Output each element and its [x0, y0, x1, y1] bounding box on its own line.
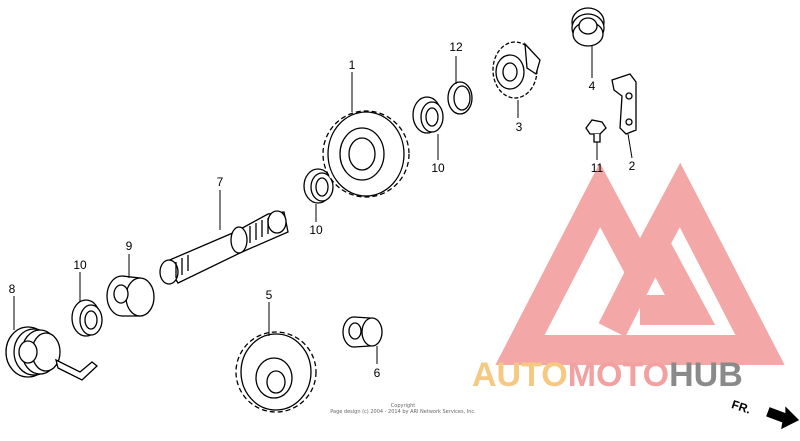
- direction-arrow-icon: [766, 406, 800, 430]
- callout-8: 8: [8, 282, 16, 296]
- bushing-part-6: [342, 316, 383, 348]
- gear-part-5: [235, 331, 317, 413]
- copyright-notice: Copyright Page design (c) 2004 - 2014 by…: [318, 403, 488, 415]
- plate-part-2: [611, 73, 637, 135]
- callout-9: 9: [125, 239, 133, 253]
- collar-part-9: [106, 275, 155, 317]
- callout-12: 12: [449, 40, 463, 54]
- bolt-part-11: [585, 119, 607, 143]
- callout-2: 2: [628, 159, 636, 173]
- parts-group: [5, 7, 800, 430]
- spring-part-4: [571, 7, 605, 47]
- watermark-logo-icon: [495, 162, 785, 365]
- callout-5: 5: [265, 288, 273, 302]
- callout-7: 7: [216, 175, 224, 189]
- watermark-moto: MOTO: [567, 356, 670, 394]
- watermark-hub: HUB: [669, 356, 743, 394]
- washer-part-10-upper: [412, 96, 444, 134]
- copyright-line-2: Page design (c) 2004 - 2014 by ARI Netwo…: [330, 409, 476, 415]
- callout-11: 11: [590, 161, 604, 175]
- spindle-part-7: [159, 210, 289, 285]
- callout-10-upper: 10: [431, 161, 445, 175]
- callout-10-left: 10: [73, 258, 87, 272]
- gear-part-1: [322, 110, 410, 198]
- callout-6: 6: [373, 366, 381, 380]
- circlip-part-12: [447, 81, 473, 115]
- watermark-auto: AUTO: [472, 356, 568, 394]
- callout-3: 3: [515, 120, 523, 134]
- callout-10-middle: 10: [309, 223, 323, 237]
- ratchet-part-3: [492, 41, 541, 99]
- watermark-text: AUTOMOTOHUB: [472, 358, 743, 392]
- washer-part-10-middle: [303, 168, 334, 204]
- spring-part-8: [5, 326, 98, 381]
- callout-1: 1: [348, 58, 356, 72]
- leader-lines: [13, 46, 633, 364]
- washer-part-10-left: [71, 299, 103, 337]
- callout-4: 4: [588, 79, 596, 93]
- copyright-line-1: Copyright: [390, 403, 416, 409]
